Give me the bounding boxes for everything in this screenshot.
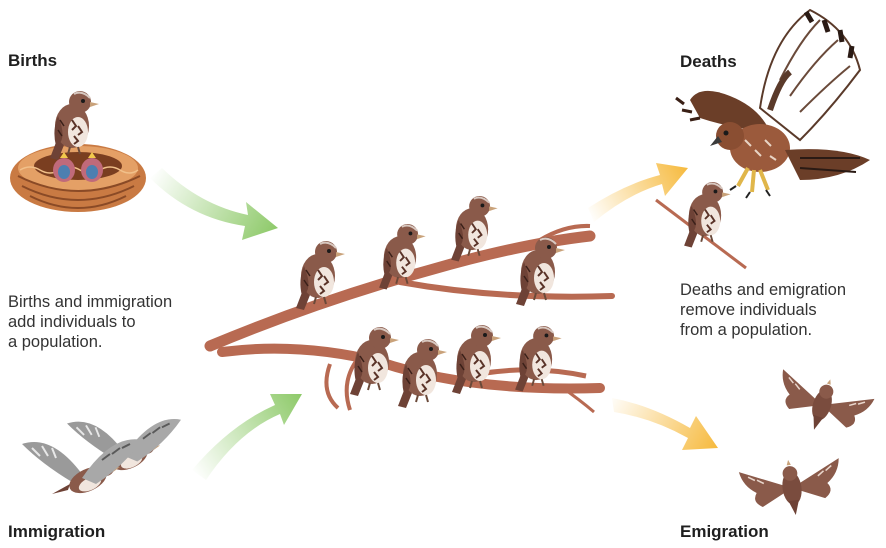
left-description-line: Births and immigration bbox=[8, 293, 173, 311]
emigrating-sparrows bbox=[737, 363, 877, 523]
right-description-line: remove individuals bbox=[680, 301, 817, 319]
immigrating-sparrows bbox=[21, 418, 182, 500]
right-description-line: from a population. bbox=[680, 321, 813, 339]
emigration-label: Emigration bbox=[680, 522, 769, 541]
births-label: Births bbox=[8, 51, 58, 70]
nestling-chick bbox=[53, 152, 75, 182]
right-description-line: Deaths and emigration bbox=[680, 281, 847, 299]
deaths-label: Deaths bbox=[680, 52, 737, 71]
nestling-chick bbox=[81, 152, 103, 182]
emigration-outflow-arrow bbox=[612, 398, 718, 450]
population-sparrow bbox=[514, 325, 563, 393]
left-description: Births and immigration add individuals t… bbox=[8, 292, 172, 352]
left-description-line: add individuals to bbox=[8, 313, 136, 331]
caught-sparrow bbox=[655, 180, 747, 270]
deaths-outflow-arrow bbox=[588, 163, 688, 222]
immigration-label: Immigration bbox=[8, 522, 106, 541]
right-description: Deaths and emigration remove individuals… bbox=[680, 280, 846, 340]
left-description-line: a population. bbox=[8, 333, 103, 351]
immigration-inflow-arrow bbox=[192, 394, 302, 480]
branch-population bbox=[204, 194, 615, 414]
hawk-illustration bbox=[655, 8, 870, 270]
births-inflow-arrow bbox=[150, 168, 278, 240]
nest-illustration bbox=[10, 90, 146, 212]
